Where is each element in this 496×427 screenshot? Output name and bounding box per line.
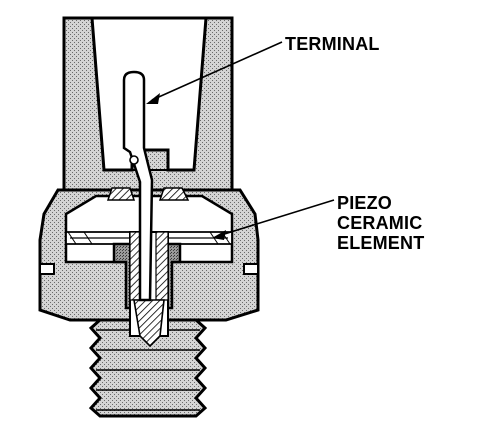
flange-notch-right xyxy=(243,263,259,275)
piezo-label-line-2: CERAMIC xyxy=(337,213,423,233)
piezo-label-line-3: ELEMENT xyxy=(337,233,425,253)
piezo-leader-arrowhead xyxy=(212,230,226,240)
piezo-leader-line xyxy=(217,199,335,237)
seal-block-right xyxy=(158,187,190,201)
insulator-right xyxy=(155,231,169,301)
terminal-leader-arrowhead xyxy=(146,93,160,104)
piezo-ceramic-element-label: PIEZO CERAMIC ELEMENT xyxy=(337,193,487,253)
seal-block-left xyxy=(106,187,136,201)
flange-notch-left xyxy=(39,263,55,275)
terminal-label: TERMINAL xyxy=(285,34,380,54)
terminal-leader-line xyxy=(151,41,283,101)
connector-shell xyxy=(62,16,234,192)
piezo-label-line-1: PIEZO xyxy=(337,193,393,213)
insulator-bottom xyxy=(133,299,165,348)
terminal-pin xyxy=(122,70,154,302)
